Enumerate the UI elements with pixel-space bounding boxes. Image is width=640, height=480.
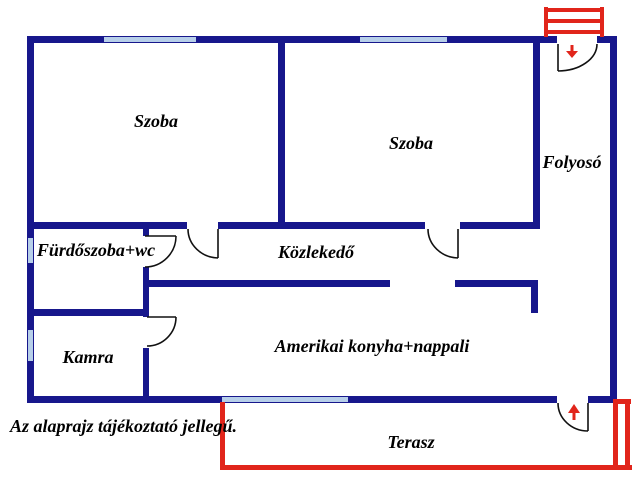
terrace-outline-bottom (220, 465, 632, 470)
wall-szoba-bottom-b (218, 222, 425, 229)
door-arc-terrace (557, 402, 589, 432)
window-left-kamra (28, 330, 33, 361)
window-bottom-nappali (222, 397, 348, 402)
wall-kamra-right-low (143, 348, 149, 403)
entrance-stairs-icon (544, 19, 604, 23)
wall-szoba-bottom-c (460, 222, 540, 229)
wall-bathroom-right-mid (143, 267, 149, 317)
wall-folyoso-stub (531, 280, 538, 313)
wall-outer-left (27, 36, 34, 403)
entrance-arrow-icon (566, 45, 578, 58)
wall-kozlekedo-bottom-b (455, 280, 538, 287)
wall-outer-top-main (27, 36, 557, 43)
room-label-szoba1: Szoba (133, 111, 179, 131)
terrace-railing-icon (613, 399, 631, 404)
room-label-nappali: Amerikai konyha+nappali (274, 336, 470, 356)
door-arc-entrance (557, 43, 598, 72)
window-left-bathroom (28, 238, 33, 263)
terrace-outline-left (220, 402, 225, 469)
terrace-railing-icon (625, 399, 630, 469)
door-arc-szoba2 (427, 228, 459, 259)
room-label-terasz: Terasz (387, 432, 435, 452)
wall-szoba-bottom-a (27, 222, 187, 229)
wall-bathroom-kamra-divider (27, 309, 149, 316)
room-label-szoba2: Szoba (388, 133, 434, 153)
entrance-stairs-icon (544, 8, 604, 12)
entrance-stairs-icon (544, 30, 604, 34)
wall-outer-bottom-right (588, 396, 617, 403)
window-top-szoba2 (360, 37, 447, 42)
disclaimer-note: Az alaprajz tájékoztató jellegű. (10, 416, 238, 436)
window-top-szoba1 (104, 37, 196, 42)
room-label-kamra: Kamra (62, 347, 114, 367)
door-arc-szoba1 (187, 228, 219, 259)
wall-outer-right (610, 36, 617, 403)
terrace-arrow-icon (568, 404, 580, 420)
wall-bathroom-right-stub (143, 229, 149, 236)
wall-szoba-divider (278, 43, 285, 222)
room-label-kozlekedo: Közlekedő (278, 242, 354, 262)
room-label-furdoszoba: Fürdőszoba+wc (36, 240, 156, 260)
door-arc-kamra (146, 316, 177, 347)
wall-kozlekedo-bottom-a (145, 280, 390, 287)
terrace-railing-icon (613, 399, 618, 469)
wall-outer-top-right (597, 36, 617, 43)
room-label-folyoso: Folyosó (542, 152, 602, 172)
wall-folyoso-left (533, 43, 540, 229)
